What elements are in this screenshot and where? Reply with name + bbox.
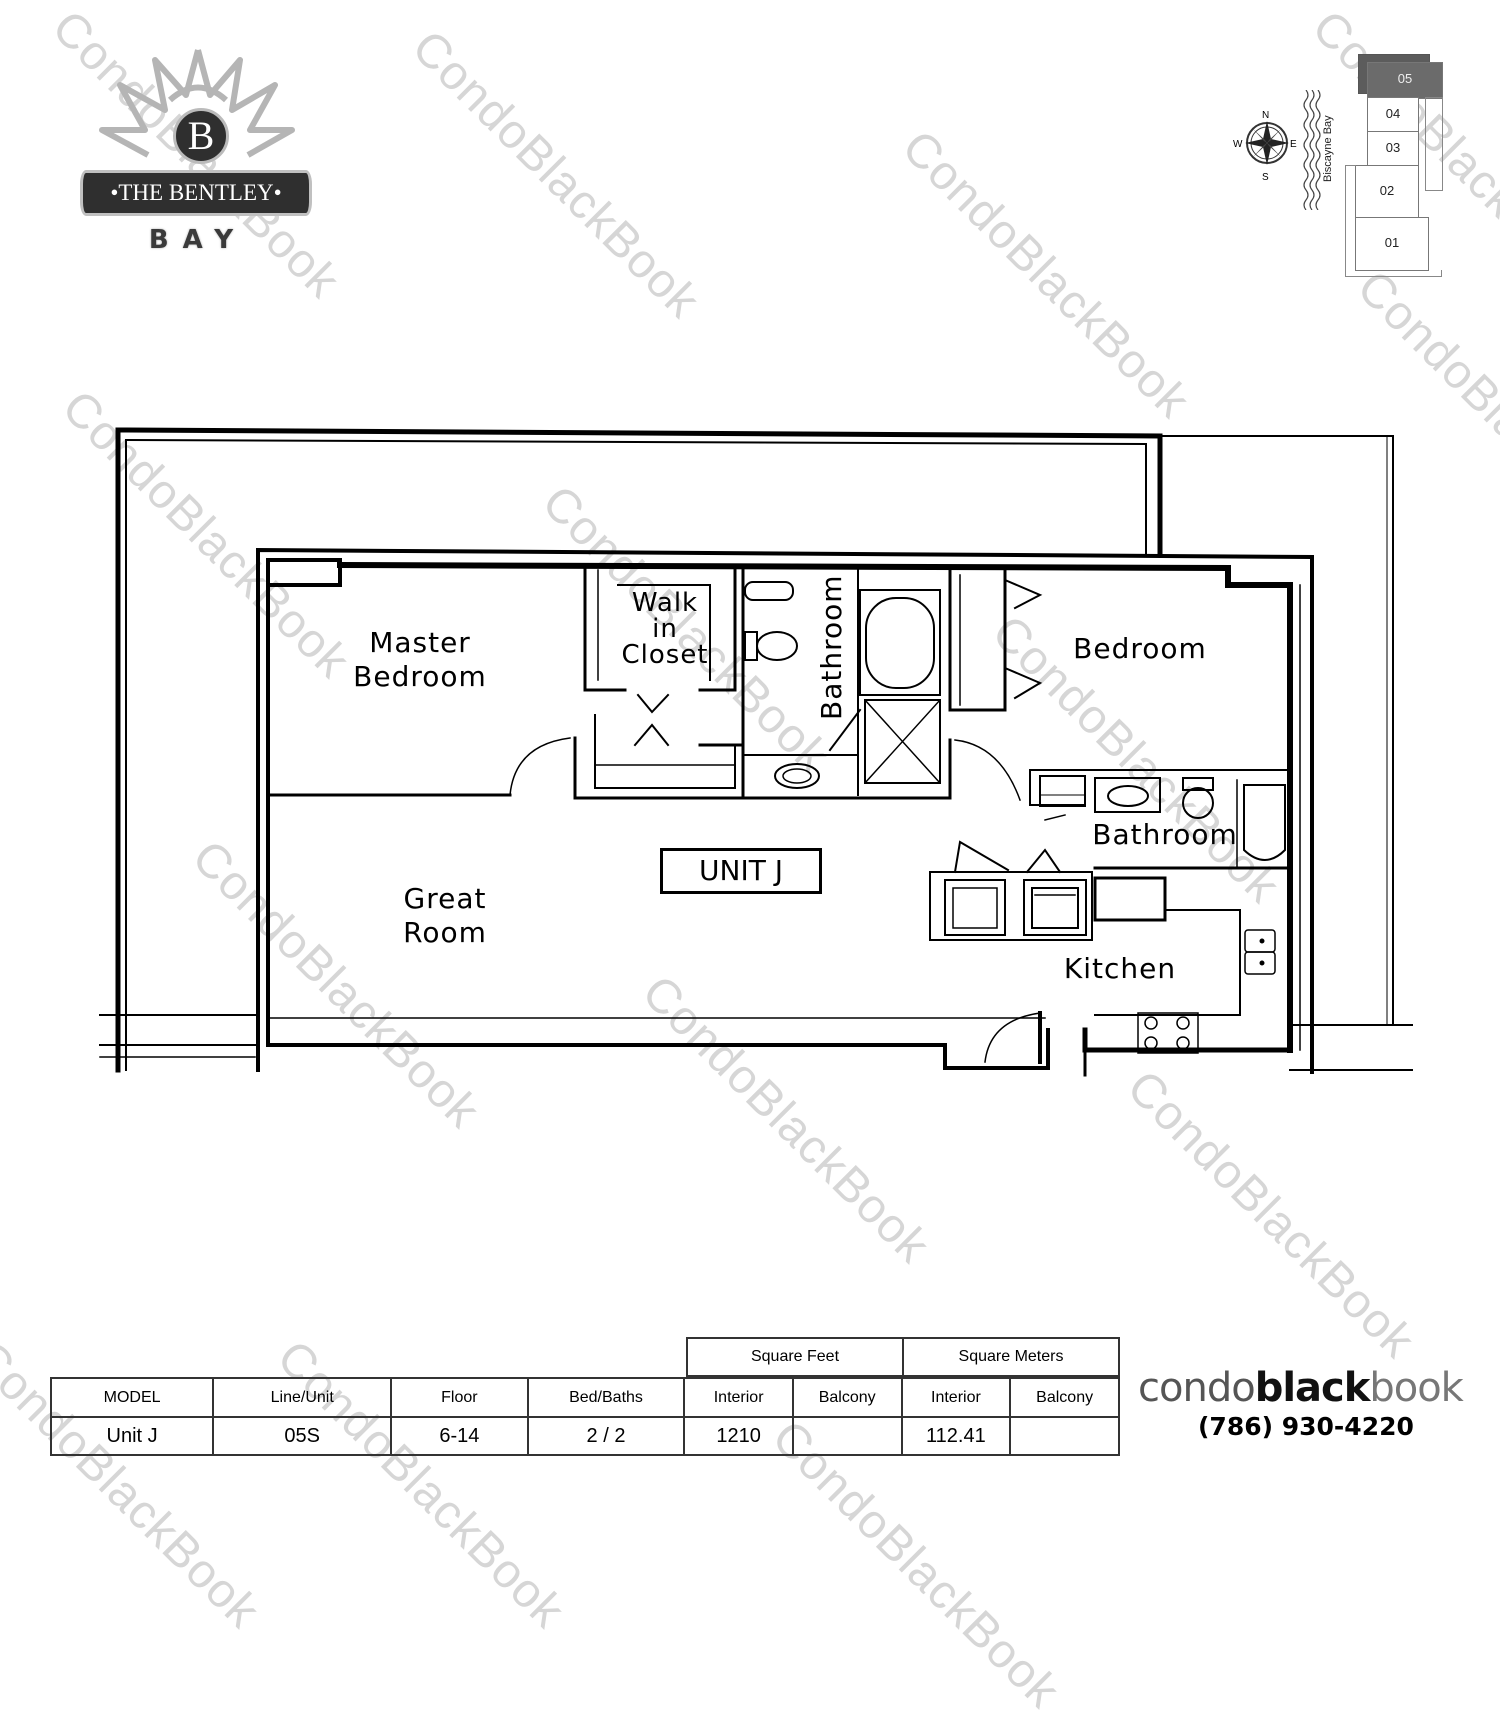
building-logo: B •THE BENTLEY• BAY <box>70 40 320 270</box>
key-plan-unit-02: 02 <box>1355 165 1419 219</box>
logo-name: •THE BENTLEY• <box>80 170 312 216</box>
room-label-bathroom: Bathroom <box>1092 818 1238 851</box>
header-square-meters: Square Meters <box>902 1337 1120 1377</box>
floor-plan-drawing <box>99 427 1413 1077</box>
room-label-bedroom: Bedroom <box>1073 632 1207 665</box>
unit-label: 04 <box>1385 106 1401 121</box>
spec-table: MODEL Line/Unit Floor Bed/Baths Interior… <box>49 1377 1120 1456</box>
cell-sqm-balcony <box>1009 1416 1120 1456</box>
logo-monogram: B <box>173 108 229 164</box>
room-label-kitchen: Kitchen <box>1063 952 1177 985</box>
cell-sqm-interior: 112.41 <box>900 1416 1012 1456</box>
table-header-row: MODEL Line/Unit Floor Bed/Baths Interior… <box>49 1377 1120 1418</box>
room-label-great-room: Great Room <box>403 882 487 949</box>
header-sqm-balcony: Balcony <box>1009 1377 1120 1418</box>
header-sqft-balcony: Balcony <box>791 1377 903 1418</box>
unit-label: 05 <box>1397 71 1413 86</box>
cell-sqft-interior: 1210 <box>683 1416 794 1456</box>
key-plan-unit-05: 05 <box>1367 62 1443 99</box>
room-label-walk-in-closet: Walk in Closet <box>621 588 709 670</box>
cell-sqft-balcony <box>791 1416 903 1456</box>
header-sqft-interior: Interior <box>683 1377 794 1418</box>
header-square-feet: Square Feet <box>686 1337 904 1377</box>
unit-label: 03 <box>1385 140 1401 155</box>
logo-subtitle: BAY <box>148 225 248 255</box>
compass-west: W <box>1233 139 1243 150</box>
header-line-unit: Line/Unit <box>212 1377 393 1418</box>
spec-table-group-header: Square Feet Square Meters <box>686 1337 1120 1377</box>
cell-line-unit: 05S <box>212 1416 393 1456</box>
compass-north: N <box>1262 110 1270 121</box>
brand-part-book: book <box>1369 1365 1463 1411</box>
unit-label: 01 <box>1384 235 1400 250</box>
cell-floor: 6-14 <box>390 1416 529 1456</box>
table-row: Unit J 05S 6-14 2 / 2 1210 112.41 <box>49 1416 1120 1456</box>
brand-part-black: black <box>1254 1365 1371 1411</box>
phone-number[interactable]: (786) 930-4220 <box>1198 1412 1414 1441</box>
header-floor: Floor <box>390 1377 529 1418</box>
key-plan-unit-03: 03 <box>1367 131 1419 167</box>
cell-bed-baths: 2 / 2 <box>526 1416 686 1456</box>
brand-logo: condoblackbook <box>1138 1366 1478 1410</box>
brand-part-condo: condo <box>1138 1365 1256 1411</box>
header-sqm-interior: Interior <box>900 1377 1012 1418</box>
compass-east: E <box>1290 139 1297 150</box>
key-plan-balcony <box>1425 97 1443 191</box>
header-bed-baths: Bed/Baths <box>526 1377 686 1418</box>
cell-model: Unit J <box>49 1416 215 1456</box>
key-plan-edge <box>1345 270 1442 277</box>
key-plan-unit-01: 01 <box>1355 217 1429 271</box>
key-plan-unit-04: 04 <box>1367 97 1419 133</box>
watermark: CondoBlackBook <box>761 1410 1070 1719</box>
sunburst-flower-icon <box>99 49 295 158</box>
unit-tag: UNIT J <box>660 848 822 894</box>
compass-south: S <box>1262 172 1269 183</box>
water-waves-icon <box>1303 90 1321 210</box>
compass-rose-icon <box>1245 121 1289 165</box>
header-model: MODEL <box>49 1377 215 1418</box>
room-label-master-bedroom: Master Bedroom <box>353 626 487 693</box>
unit-label: 02 <box>1379 183 1395 198</box>
room-label-master-bathroom: Bathroom <box>815 574 848 720</box>
